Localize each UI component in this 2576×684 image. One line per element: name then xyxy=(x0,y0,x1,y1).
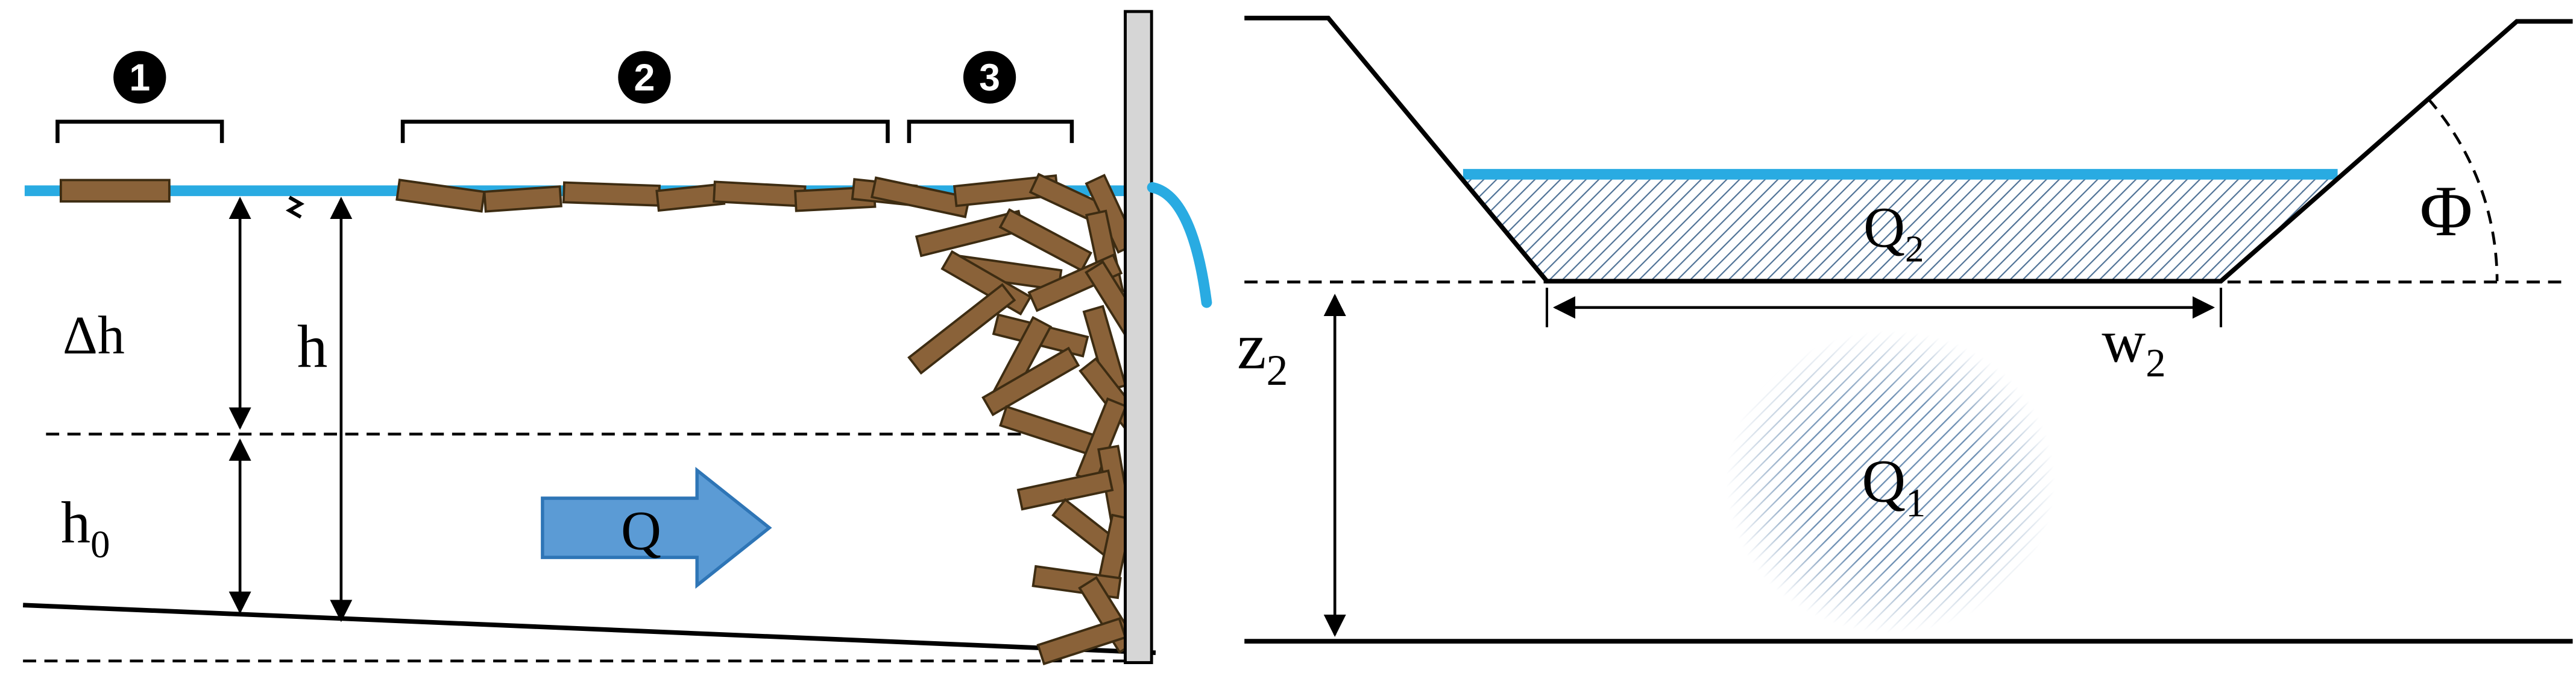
q1-subsurface-flow-blob xyxy=(1726,330,2055,633)
zone-2-badge: 2 xyxy=(618,51,671,104)
zone-2-bracket xyxy=(400,119,890,144)
water-level-squiggle-icon xyxy=(285,195,305,219)
floating-log-carpet xyxy=(395,178,918,213)
zone-1-badge-number: 1 xyxy=(129,57,150,99)
zone-1-badge: 1 xyxy=(113,51,166,104)
zone-3-badge-number: 3 xyxy=(979,57,1000,99)
label-h0: h0 xyxy=(61,491,110,567)
log xyxy=(1036,617,1127,665)
label-w2: w2 xyxy=(2102,308,2165,386)
flow-direction-arrow xyxy=(541,466,772,589)
zone-3-badge-circle xyxy=(963,51,1016,104)
label-h: h xyxy=(297,312,327,380)
bank-angle-arc xyxy=(2426,98,2499,282)
zone-1-bracket xyxy=(55,119,224,144)
log xyxy=(907,283,1016,375)
log xyxy=(395,179,486,213)
label-delta-h: Δh xyxy=(63,306,125,366)
barrier-structure xyxy=(1124,10,1153,665)
log xyxy=(999,405,1099,457)
label-q2: Q2 xyxy=(1863,195,1924,270)
zone-3-bracket xyxy=(907,119,1074,144)
log xyxy=(562,181,661,207)
q2-flow-area-hatch xyxy=(1460,179,2340,282)
log-jam-pile xyxy=(871,173,1145,665)
label-z2: z2 xyxy=(1237,310,1288,394)
left-panel: Δh h h0 Q xyxy=(23,10,1212,665)
label-q-flow: Q xyxy=(621,499,661,562)
zone-2-badge-number: 2 xyxy=(634,57,655,99)
log xyxy=(713,180,807,207)
log xyxy=(981,346,1080,417)
zone-1-badge-circle xyxy=(113,51,166,104)
zone-2-badge-circle xyxy=(618,51,671,104)
log xyxy=(871,176,971,218)
log xyxy=(998,208,1092,272)
label-phi: Φ xyxy=(2420,171,2473,251)
channel-bed-line xyxy=(23,603,1156,656)
log xyxy=(483,185,562,213)
zone-3-badge: 3 xyxy=(963,51,1016,104)
right-panel: w2 z2 Φ Q2 Q1 xyxy=(1237,16,2573,644)
log xyxy=(1016,469,1114,511)
overflow-nappe-line xyxy=(1147,182,1212,308)
label-q1: Q1 xyxy=(1862,447,1926,525)
log xyxy=(59,179,171,203)
channel-cross-section-outline xyxy=(1244,16,2573,283)
